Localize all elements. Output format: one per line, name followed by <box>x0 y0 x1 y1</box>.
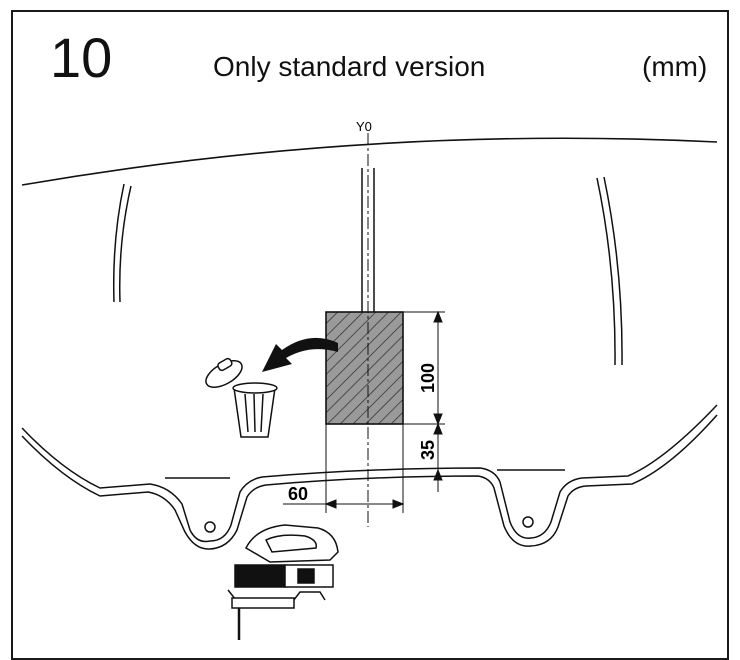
y0-label: Y0 <box>356 119 372 134</box>
dimension-offset-label: 35 <box>418 440 438 460</box>
dimension-width-label: 60 <box>288 484 308 504</box>
jigsaw-icon <box>227 524 339 640</box>
trash-bin-icon <box>205 357 278 438</box>
dimension-height-label: 100 <box>418 363 438 393</box>
dimension-width <box>283 424 405 513</box>
unit-label: (mm) <box>642 51 708 82</box>
step-number: 10 <box>50 26 113 89</box>
bumper-top-edge <box>21 137 718 186</box>
mount-hole-icons <box>165 469 565 533</box>
bumper-lower-outline <box>21 404 718 550</box>
dimension-offset <box>403 422 443 492</box>
cut-out-area <box>325 311 404 425</box>
center-guide-bar <box>361 168 375 312</box>
curved-arrow-icon <box>262 337 338 372</box>
bumper-side-contours <box>112 176 623 366</box>
page-title: Only standard version <box>213 51 486 82</box>
